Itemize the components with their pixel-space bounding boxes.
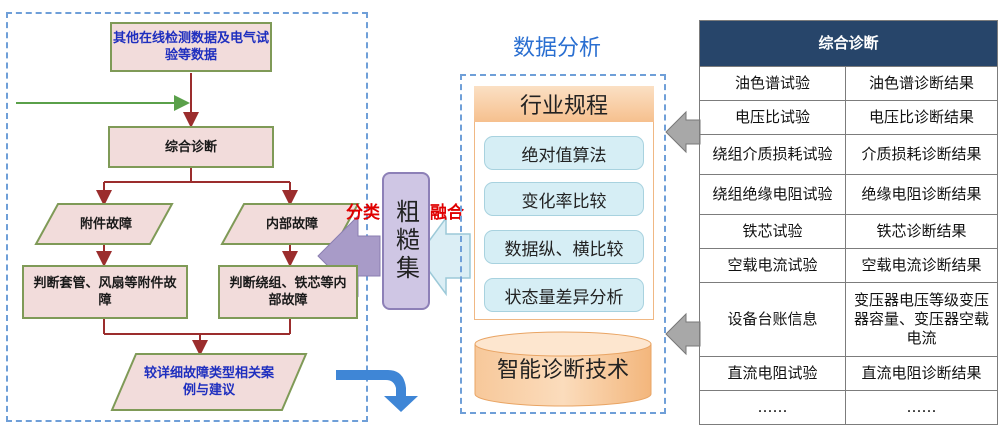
rules-header-label: 行业规程 [519,94,608,119]
right-fault-label: 内部故障 [265,216,318,232]
method-rate: 变化率比较 [484,182,644,216]
comprehensive-box-label: 综合诊断 [164,139,217,155]
table-header: 综合诊断 [698,20,999,67]
bottom-result-shape [110,353,308,411]
table-cell-result: 电压比诊断结果 [844,100,999,135]
table-row: 直流电阻试验 直流电阻诊断结果 [699,356,999,391]
classify-label: 分类 [346,203,380,223]
rules-header: 行业规程 [474,86,654,122]
table-cell-result: 空载电流诊断结果 [844,248,999,283]
right-judge-box-label: 判断绕组、铁芯等内部故障 [229,276,347,308]
table-cell-result: 变压器电压等级变压器容量、变压器空载电流 [844,282,999,357]
left-flowchart-frame [6,12,368,422]
table-cell-test: 绕组绝缘电阻试验 [699,174,846,215]
right-judge-box: 判断绕组、铁芯等内部故障 [218,265,358,319]
table-arrow-upper [665,110,701,154]
table-cell-result: 介质损耗诊断结果 [844,134,999,175]
left-fault-shape [34,203,174,245]
table-cell-test: 空载电流试验 [699,248,846,283]
table-arrow-lower [665,312,701,356]
method-absolute: 绝对值算法 [484,136,644,170]
left-fault-label: 附件故障 [79,216,132,232]
table-cell-test: …… [699,390,846,425]
table-cell-test: 设备台账信息 [699,282,846,357]
curved-output-arrow [336,370,418,412]
table-cell-test: 绕组介质损耗试验 [699,134,846,175]
table-cell-test: 电压比试验 [699,100,846,135]
table-row: 空载电流试验 空载电流诊断结果 [699,248,999,283]
table-row: 铁芯试验 铁芯诊断结果 [699,214,999,249]
fusion-arrow [417,215,471,297]
table-cell-result: 绝缘电阻诊断结果 [844,174,999,215]
table-cell-result: 油色谱诊断结果 [844,66,999,101]
coarse-set-box: 粗糙集 [382,172,430,310]
bottom-result-label: 较详细故障类型相关案例与建议 [143,366,274,398]
comprehensive-box: 综合诊断 [108,126,274,168]
table-cell-result: …… [844,390,999,425]
table-cell-result: 铁芯诊断结果 [844,214,999,249]
table-row: 绕组绝缘电阻试验 绝缘电阻诊断结果 [699,174,999,215]
coarse-set-label: 粗糙集 [391,199,420,283]
method-rate-label: 变化率比较 [521,191,607,212]
table-cell-test: 铁芯试验 [699,214,846,249]
table-row: 绕组介质损耗试验 介质损耗诊断结果 [699,134,999,175]
method-diff: 状态量差异分析 [484,278,644,312]
method-compare-label: 数据纵、横比较 [504,239,624,260]
method-diff-label: 状态量差异分析 [504,287,624,308]
tech-label: 智能诊断技术 [496,358,629,383]
table-cell-test: 直流电阻试验 [699,356,846,391]
method-compare: 数据纵、横比较 [484,230,644,264]
tech-cylinder [474,331,652,407]
top-data-box-label: 其他在线检测数据及电气试验等数据 [112,31,269,63]
method-absolute-label: 绝对值算法 [521,145,607,166]
data-analysis-title: 数据分析 [513,36,602,61]
table-row: 设备台账信息 变压器电压等级变压器容量、变压器空载电流 [699,282,999,357]
analysis-frame [460,74,666,414]
table-cell-result: 直流电阻诊断结果 [844,356,999,391]
left-judge-box: 判断套管、风扇等附件故障 [22,265,188,319]
table-cell-test: 油色谱试验 [699,66,846,101]
table-row: 电压比试验 电压比诊断结果 [699,100,999,135]
top-data-box: 其他在线检测数据及电气试验等数据 [110,22,272,72]
left-judge-box-label: 判断套管、风扇等附件故障 [33,276,177,308]
fusion-label: 融合 [430,203,464,223]
table-row: …… …… [699,390,999,425]
diagnosis-table: 综合诊断 油色谱试验 油色谱诊断结果 电压比试验 电压比诊断结果 绕组介质损耗试… [698,20,999,425]
table-row: 油色谱试验 油色谱诊断结果 [699,66,999,101]
